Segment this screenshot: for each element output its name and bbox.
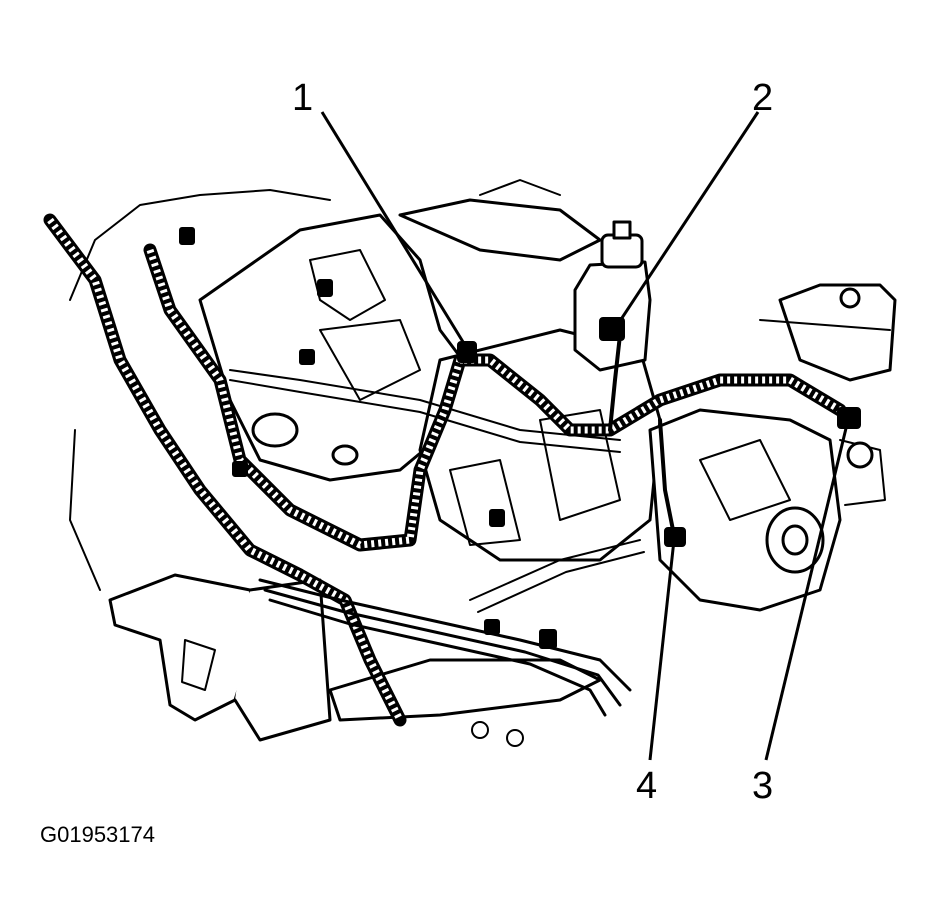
- leader-line-2: [612, 111, 760, 331]
- figure-code: G01953174: [40, 822, 155, 847]
- callout-4: 4: [636, 765, 657, 807]
- leader-line-3: [764, 419, 850, 761]
- engine-transmission-illustration: [69, 179, 897, 747]
- callout-2: 2: [752, 77, 773, 119]
- wiring-harness: [43, 213, 861, 727]
- leader-line-4: [648, 539, 676, 761]
- callout-1: 1: [292, 77, 313, 119]
- callout-3: 3: [752, 765, 773, 807]
- leader-lines: [320, 111, 850, 761]
- leader-line-1: [320, 111, 470, 351]
